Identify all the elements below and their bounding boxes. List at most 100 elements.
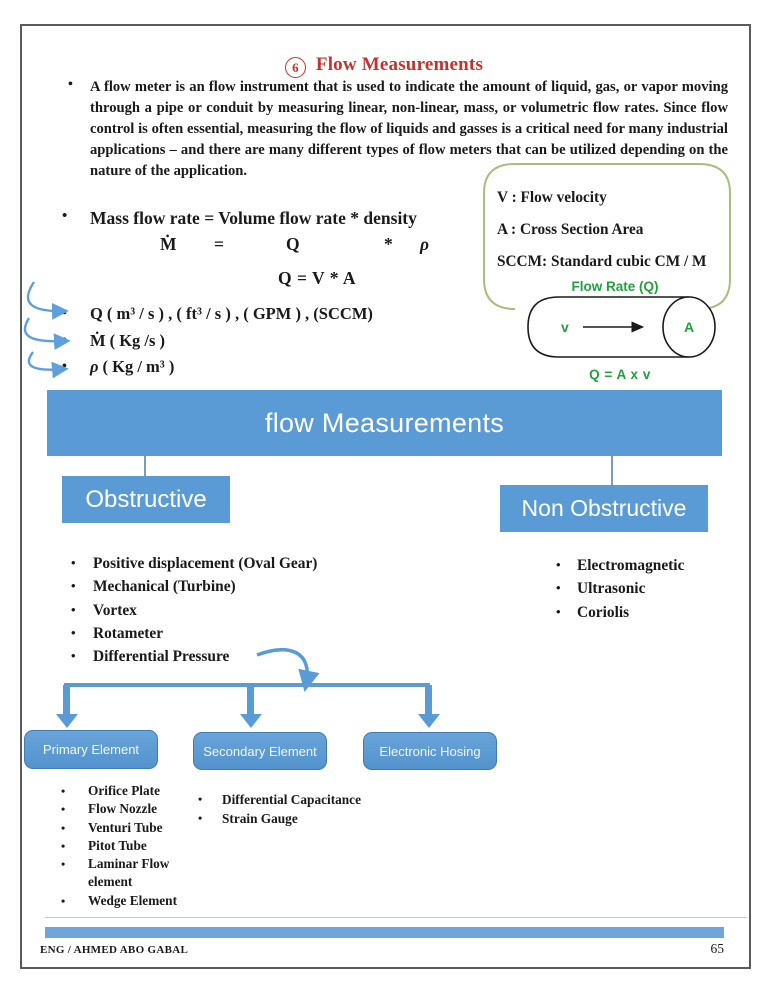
primary-element-node: Primary Element: [24, 730, 158, 769]
bullet-icon: •: [71, 601, 76, 617]
unit-text: ( Kg / m³ ): [102, 357, 175, 376]
bullet-icon: •: [62, 208, 68, 224]
secondary-element-node: Secondary Element: [193, 732, 327, 770]
list-item-text: Flow Nozzle: [88, 801, 158, 817]
circled-number-icon: 6: [284, 57, 306, 78]
mass-flow-formula: • Mass flow rate = Volume flow rate * de…: [62, 208, 417, 229]
page-number: 65: [710, 941, 725, 956]
list-item: • Ultrasonic: [556, 580, 684, 603]
list-item: • Coriolis: [556, 604, 684, 627]
list-item: • Ṁ ( Kg /s ): [62, 331, 373, 358]
list-item: • Electromagnetic: [556, 557, 684, 580]
list-item: • Vortex: [71, 602, 317, 625]
legend-line: V : Flow velocity: [497, 189, 607, 206]
list-item-text: Pitot Tube: [88, 837, 147, 853]
down-arrow-icon: [425, 685, 432, 714]
legend-line: SCCM: Standard cubic CM / M: [497, 253, 707, 270]
bullet-icon: •: [61, 802, 66, 817]
banner-text: flow Measurements: [264, 407, 505, 438]
rho-symbol: ρ: [420, 234, 430, 254]
bullet-icon: •: [61, 893, 66, 908]
list-item-text: Ultrasonic: [577, 580, 646, 598]
obstructive-list: •Positive displacement (Oval Gear) • Mech…: [71, 555, 317, 671]
bullet-icon: •: [556, 603, 561, 619]
intro-paragraph: • A flow meter is an flow instrument tha…: [68, 77, 728, 182]
list-item-text: Electromagnetic: [577, 557, 685, 574]
down-arrow-icon: [247, 685, 254, 714]
qva-formula: Q = V * A: [278, 268, 357, 288]
bullet-icon: •: [556, 557, 561, 572]
list-item-text: Differential Pressure: [93, 648, 230, 666]
flow-measurements-banner: flow Measurements: [47, 390, 722, 456]
unit-text: ( m³ / s ) , ( ft³ / s ) , ( GPM ) , (SC…: [106, 304, 373, 323]
page-title-text: Flow Measurements: [315, 54, 484, 75]
pipe-diagram: v A: [527, 296, 716, 358]
bullet-icon: •: [71, 578, 76, 594]
bullet-icon: •: [71, 648, 76, 664]
non-obstructive-node: Non Obstructive: [500, 485, 708, 532]
bullet-icon: •: [198, 792, 203, 806]
list-item: •Wedge Element: [61, 892, 211, 910]
bullet-icon: •: [61, 857, 66, 872]
unit-text: ( Kg /s ): [109, 330, 166, 350]
down-arrowhead-icon: [240, 714, 262, 728]
curved-arrow-icon: [256, 647, 320, 693]
bullet-icon: •: [68, 77, 73, 92]
list-item-text: Orifice Plate: [88, 783, 160, 798]
list-item: •Rotameter: [71, 625, 317, 648]
bullet-icon: •: [198, 811, 203, 825]
list-item: • Differential Capacitance: [198, 790, 361, 809]
list-item: • Q ( m³ / s ) , ( ft³ / s ) , ( GPM ) ,…: [62, 304, 373, 331]
list-item-text: Vortex: [93, 601, 137, 619]
bullet-icon: •: [61, 838, 66, 853]
list-item: •Positive displacement (Oval Gear): [71, 555, 317, 578]
legend-box-border: [483, 163, 731, 310]
footer-bar: [45, 927, 724, 938]
q-equation: Q = A x v: [589, 367, 651, 382]
m-dot-symbol: Ṁ: [160, 234, 177, 254]
electronic-hosing-node: Electronic Hosing: [363, 732, 497, 770]
curved-arrows-icon: [23, 281, 71, 379]
units-list: • Q ( m³ / s ) , ( ft³ / s ) , ( GPM ) ,…: [62, 304, 373, 384]
list-item: • Flow Nozzle: [61, 800, 211, 818]
list-item: • Mechanical (Turbine): [71, 578, 317, 601]
unit-symbol: ρ: [90, 357, 99, 376]
list-item-text: Differential Capacitance: [222, 792, 361, 807]
pipe-v-label: v: [561, 319, 569, 335]
down-arrow-icon: [63, 685, 70, 714]
legend-line: A : Cross Section Area: [497, 221, 644, 238]
list-item-text: Strain Gauge: [222, 811, 298, 826]
flow-rate-label: Flow Rate (Q): [571, 279, 659, 294]
list-item: • ρ ( Kg / m³ ): [62, 357, 373, 384]
list-item-text: Coriolis: [577, 603, 630, 621]
footer-rule: [45, 917, 747, 918]
bullet-icon: •: [556, 580, 561, 596]
list-item: • Strain Gauge: [198, 809, 361, 828]
list-item: • Pitot Tube: [61, 837, 211, 855]
bullet-icon: •: [71, 555, 76, 570]
footer-author: ENG / AHMED ABO GABAL: [40, 944, 189, 956]
connector-line: [144, 456, 146, 477]
pipe-a-label: A: [684, 319, 694, 335]
bullet-icon: •: [61, 784, 66, 798]
page-title: 6 Flow Measurements: [0, 54, 768, 78]
list-item: • Differential Pressure: [71, 648, 317, 671]
list-item-text: Laminar Flow element: [88, 856, 170, 890]
secondary-element-list: • Differential Capacitance • Strain Gauge: [198, 790, 361, 828]
list-item-text: Rotameter: [93, 624, 164, 642]
down-arrowhead-icon: [418, 714, 440, 728]
asterisk: *: [384, 234, 393, 254]
list-item: • Orifice Plate: [61, 782, 211, 800]
obstructive-node: Obstructive: [62, 476, 230, 523]
unit-symbol: Q: [90, 304, 103, 323]
q-symbol: Q: [286, 234, 300, 254]
down-arrowhead-icon: [56, 714, 78, 728]
list-item: • Venturi Tube: [61, 819, 211, 837]
unit-symbol: Ṁ: [90, 330, 106, 350]
list-item: • Laminar Flow element: [61, 855, 211, 892]
equals-sign: =: [214, 234, 224, 254]
non-obstructive-list: • Electromagnetic • Ultrasonic • Coriolis: [556, 557, 684, 627]
bullet-icon: •: [61, 820, 66, 835]
list-item-text: Mechanical (Turbine): [93, 578, 236, 596]
list-item-text: Venturi Tube: [88, 819, 163, 835]
